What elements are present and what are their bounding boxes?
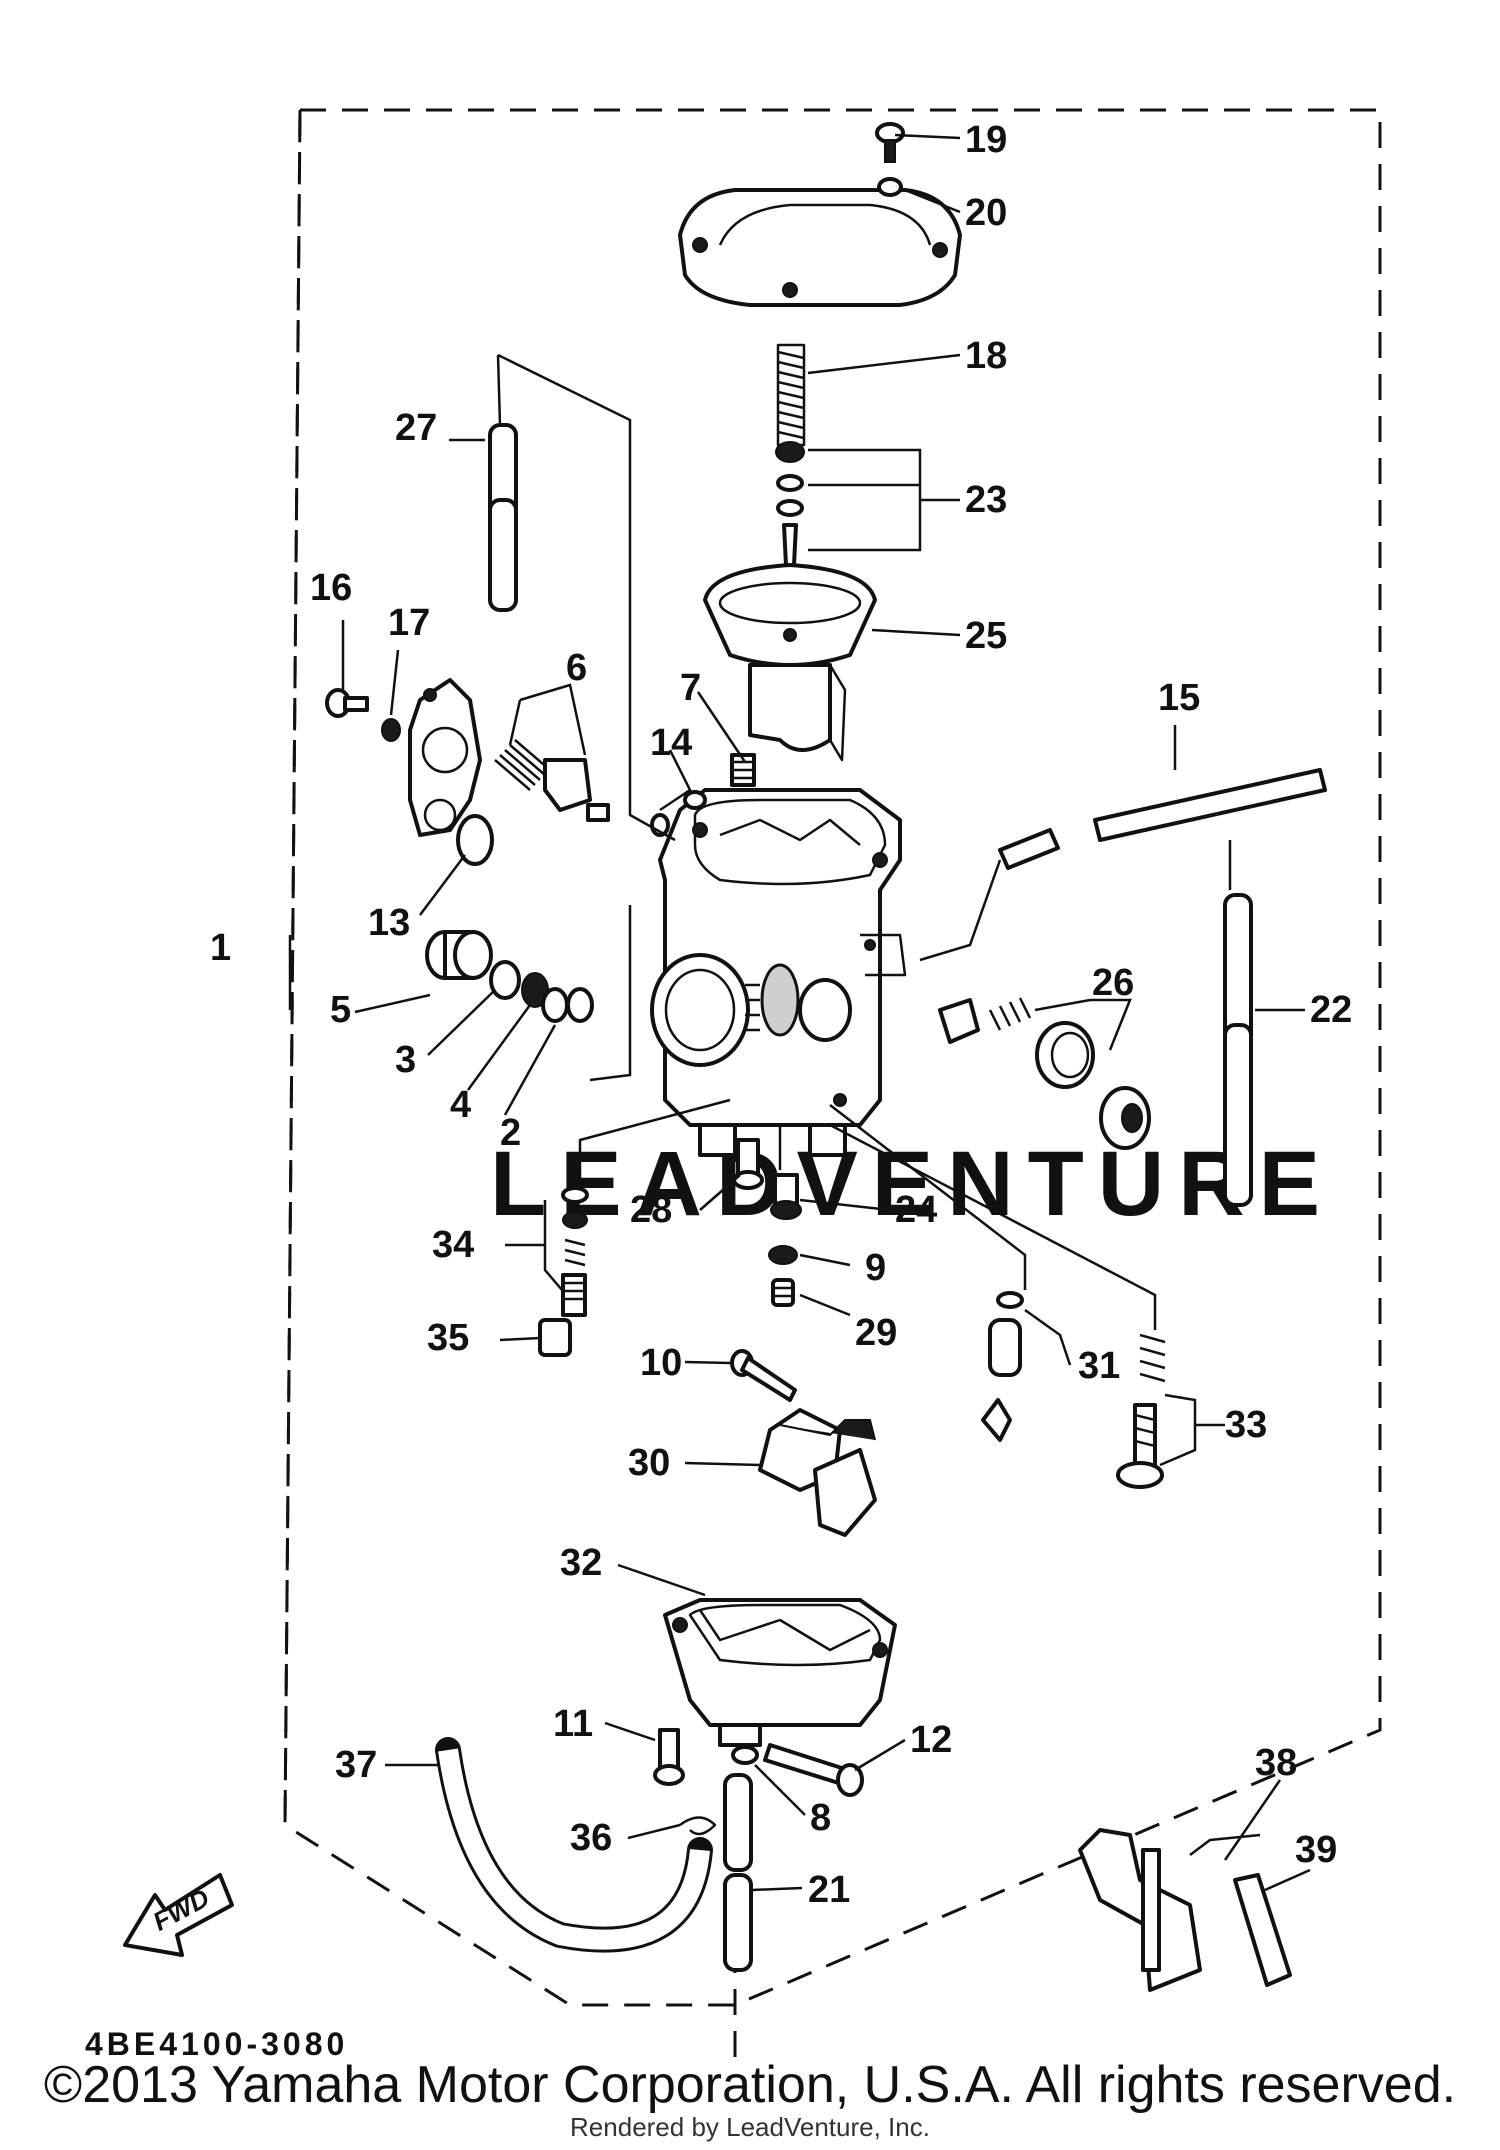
float-chamber-screw <box>653 1728 685 1786</box>
part-label-20: 20 <box>965 192 1007 234</box>
part-label-15: 15 <box>1158 677 1200 719</box>
fuel-hose <box>998 768 1327 870</box>
pilot-air-screw-set <box>1116 1333 1166 1489</box>
enricher-o-ring <box>456 814 494 866</box>
part-number-labels: 1 2 3 4 5 6 7 8 9 10 11 12 13 14 15 16 1… <box>210 119 1352 1911</box>
part-label-28: 28 <box>630 1189 672 1231</box>
enricher-screw <box>325 688 369 718</box>
pilot-screw-kit <box>561 1186 589 1317</box>
part-label-22: 22 <box>1310 989 1352 1031</box>
drain-o-ring <box>731 1745 759 1765</box>
coasting-enricher-cover <box>408 678 482 837</box>
float-pin <box>730 1349 797 1402</box>
part-label-16: 16 <box>310 567 352 609</box>
o-ring-set <box>650 790 707 837</box>
part-label-30: 30 <box>628 1442 670 1484</box>
part-label-39: 39 <box>1295 1829 1337 1871</box>
part-label-3: 3 <box>395 1039 416 1081</box>
float-chamber <box>663 1598 897 1747</box>
float-assembly <box>758 1408 877 1537</box>
vent-hose-right <box>1223 893 1253 1207</box>
air-jet-cap <box>425 930 493 980</box>
overflow-hose-inner <box>438 1748 710 1950</box>
part-label-7: 7 <box>680 667 701 709</box>
part-label-10: 10 <box>640 1342 682 1384</box>
air-jet-washer <box>489 960 521 1000</box>
drain-screw <box>763 1743 864 1797</box>
bracket-hose <box>1233 1873 1292 1987</box>
part-label-1: 1 <box>210 927 231 969</box>
starter-plunger-assembly <box>938 997 1151 1150</box>
needle-valve-set <box>981 1291 1024 1442</box>
cover-washer <box>877 177 903 197</box>
part-label-24: 24 <box>895 1189 937 1231</box>
drawing-code: 4BE4100-3080 <box>85 2026 348 2062</box>
part-label-14: 14 <box>650 722 692 764</box>
part-label-31: 31 <box>1078 1345 1120 1387</box>
throttle-spring <box>776 343 806 447</box>
main-jet <box>770 1173 802 1220</box>
carburetor-body <box>650 788 907 1157</box>
part-label-2: 2 <box>500 1112 521 1154</box>
hose-bracket <box>1078 1828 1261 1992</box>
part-label-33: 33 <box>1225 1404 1267 1446</box>
part-label-35: 35 <box>427 1317 469 1359</box>
part-label-29: 29 <box>855 1312 897 1354</box>
boundary-left-extension <box>283 109 302 1826</box>
forward-direction-arrow: FWD <box>123 1873 234 1957</box>
rendered-by-notice: Rendered by LeadVenture, Inc. <box>570 2112 930 2142</box>
piston-valve-diaphragm <box>703 563 877 762</box>
part-label-18: 18 <box>965 335 1007 377</box>
main-jet-holder <box>730 753 756 787</box>
part-label-17: 17 <box>388 602 430 644</box>
part-label-21: 21 <box>808 1869 850 1911</box>
part-label-25: 25 <box>965 615 1007 657</box>
part-label-5: 5 <box>330 989 351 1031</box>
part-label-34: 34 <box>432 1224 474 1266</box>
leader-lines <box>288 133 1311 1892</box>
part-label-26: 26 <box>1092 962 1134 1004</box>
pilot-jet <box>771 1278 795 1307</box>
hose-clip <box>679 1816 717 1836</box>
drain-hose <box>723 1773 753 1972</box>
main-jet-washer <box>768 1245 798 1265</box>
copyright-notice: ©2013 Yamaha Motor Corporation, U.S.A. A… <box>43 2056 1457 2114</box>
cover-screw <box>875 122 905 163</box>
part-label-23: 23 <box>965 479 1007 521</box>
enricher-spring-diaphragm <box>494 739 610 822</box>
part-label-36: 36 <box>570 1817 612 1859</box>
enricher-washer <box>381 718 401 742</box>
part-label-8: 8 <box>810 1797 831 1839</box>
part-label-38: 38 <box>1255 1742 1297 1784</box>
part-label-11: 11 <box>553 1703 593 1745</box>
vent-hose-upper <box>488 423 518 612</box>
carburetor-top-cover <box>678 188 962 307</box>
part-label-19: 19 <box>965 119 1007 161</box>
part-label-9: 9 <box>865 1247 886 1289</box>
needle-jet <box>732 1138 764 1190</box>
pilot-screw-set <box>541 987 594 1023</box>
part-label-32: 32 <box>560 1542 602 1584</box>
part-label-13: 13 <box>368 902 410 944</box>
part-label-37: 37 <box>335 1744 377 1786</box>
pilot-screw-cap <box>538 1318 572 1357</box>
part-label-27: 27 <box>395 407 437 449</box>
watermark: LEADVENTURE <box>490 1133 1334 1235</box>
part-label-12: 12 <box>910 1719 952 1761</box>
part-label-6: 6 <box>566 647 587 689</box>
part-label-4: 4 <box>450 1084 471 1126</box>
